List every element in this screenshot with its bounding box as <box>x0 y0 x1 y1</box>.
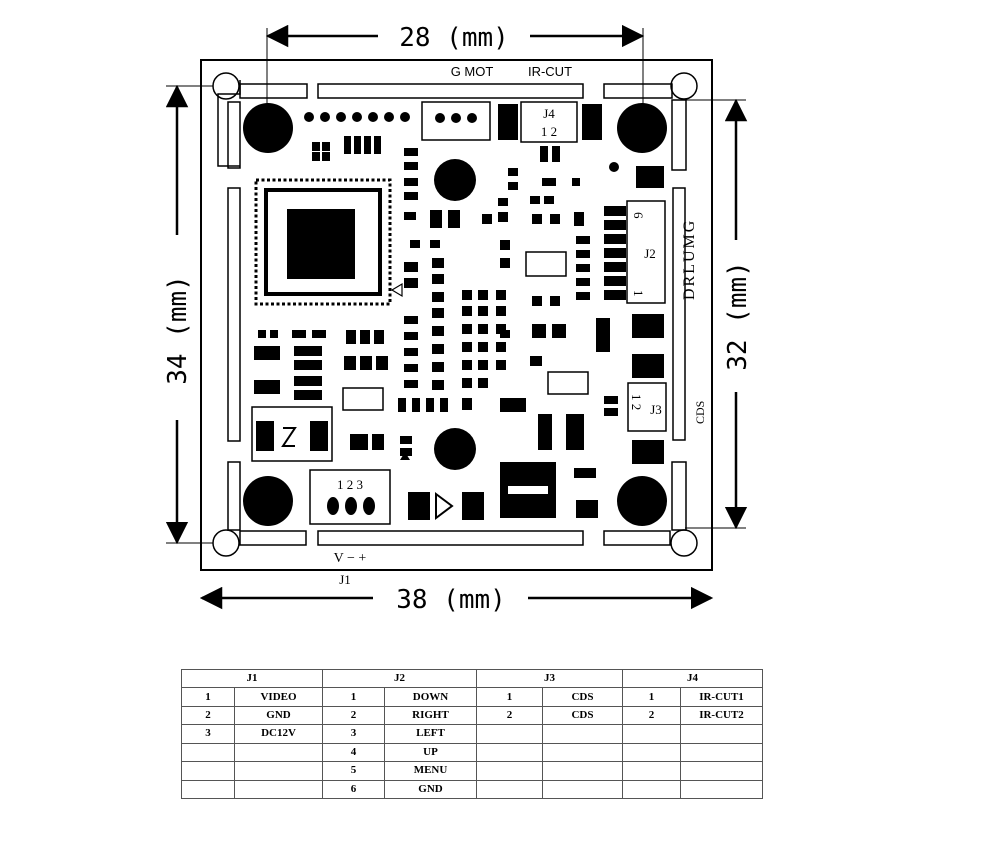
j2-pin-top-label: 6 <box>631 212 646 219</box>
dimension-bottom: 38 (mm) <box>199 585 714 615</box>
header-pads <box>304 112 410 122</box>
j2-pin-bottom-label: 1 <box>631 290 646 297</box>
j3-label: J3 <box>650 402 662 417</box>
main-chip <box>254 178 403 306</box>
header-j2: J2 <box>322 668 477 689</box>
j2-label: J2 <box>644 246 656 261</box>
bottom-parts <box>400 452 556 520</box>
j3-connector: 1 2 J3 CDS <box>627 382 707 432</box>
header-j1: J1 <box>181 668 323 689</box>
gmot-label: G MOT <box>451 64 494 79</box>
gmot-connector: G MOT <box>421 64 494 141</box>
varistor <box>251 406 333 462</box>
dimension-left-label: 34 (mm) <box>163 275 193 385</box>
j4-label: J4 <box>543 106 555 121</box>
j1-pins-label: 1 2 3 <box>337 477 363 492</box>
ircut-label: IR-CUT <box>528 64 572 79</box>
header-j3: J3 <box>476 668 623 689</box>
brand-label: DRLUMG <box>681 219 698 300</box>
j4-pins-label: 1 2 <box>541 124 557 139</box>
dimension-top-label: 28 (mm) <box>399 23 509 53</box>
cds-label: CDS <box>693 401 707 424</box>
dimension-right: 32 (mm) <box>685 98 753 530</box>
screw-pads <box>243 103 667 526</box>
smd-components <box>254 136 664 520</box>
dimension-top: 28 (mm) <box>265 23 645 105</box>
mounting-holes <box>212 72 698 557</box>
j3-pins-label: 1 2 <box>629 394 644 410</box>
pcb-diagram: 28 (mm) 38 (mm) 34 (mm) 32 (mm) <box>163 23 753 615</box>
dimension-left: 34 (mm) <box>163 84 225 545</box>
j4-connector: IR-CUT J4 1 2 <box>498 64 602 143</box>
dimension-bottom-label: 38 (mm) <box>396 585 506 615</box>
power-label: V − + <box>334 551 367 566</box>
board-outline <box>200 59 713 571</box>
j1-connector: 1 2 3 V − + J1 <box>309 469 391 587</box>
pin-table-header: J1 J2 J3 J4 <box>181 668 763 689</box>
j2-connector: 6 J2 1 <box>626 200 666 304</box>
header-j4: J4 <box>622 668 763 689</box>
j1-label: J1 <box>339 572 351 587</box>
dimension-right-label: 32 (mm) <box>723 261 753 371</box>
small-ics <box>342 251 589 411</box>
